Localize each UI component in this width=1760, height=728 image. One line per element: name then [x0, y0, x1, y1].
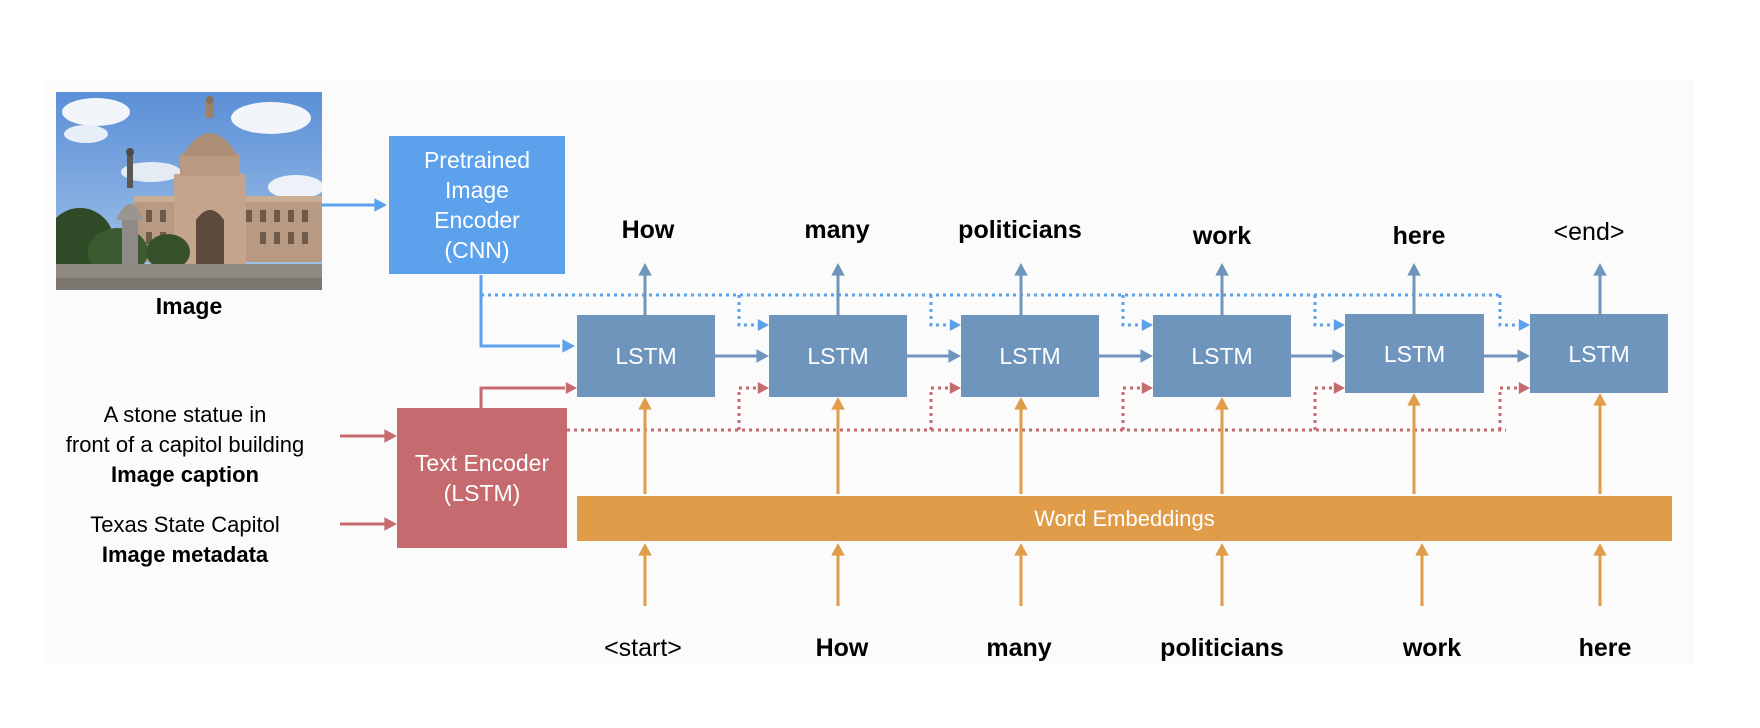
- text-encoder-line: (LSTM): [443, 480, 521, 506]
- capitol-photo: [56, 92, 322, 290]
- encoder-to-lstm-arrow: [479, 275, 560, 348]
- lstm-output-arrow-head: [1407, 263, 1421, 276]
- lstm-cell-5: LSTM: [1345, 314, 1484, 393]
- embedding-to-lstm-arrow-head: [1215, 397, 1229, 410]
- lstm-cell-4: LSTM: [1153, 315, 1291, 397]
- lstm-label: LSTM: [999, 343, 1061, 369]
- lstm-label: LSTM: [615, 343, 677, 369]
- lstm-label: LSTM: [1383, 340, 1446, 367]
- lstm-recurrent-arrow-head: [948, 349, 961, 363]
- text-encoder-line: Text Encoder: [414, 450, 550, 476]
- input-to-embedding-arrow-head: [638, 543, 652, 556]
- image-context-dotted-head: [949, 319, 961, 331]
- text-encoder-box: Text Encoder (LSTM): [397, 408, 567, 548]
- text-encoder-to-lstm-arrow: [479, 386, 565, 408]
- output-word: How: [621, 216, 675, 244]
- input-word: here: [1578, 634, 1632, 662]
- text-context-dotted-branch: [737, 386, 757, 430]
- lstm-output-arrow-head: [1014, 263, 1028, 276]
- image-encoder-line: (CNN): [444, 237, 510, 263]
- text-encoder-to-lstm-arrow-head: [565, 382, 577, 394]
- lstm-recurrent-arrow-head: [1140, 349, 1153, 363]
- lstm-output-arrow-head: [1593, 263, 1607, 276]
- metadata-block: Texas State Capitol Image metadata: [40, 510, 330, 570]
- image-context-dotted-head: [1141, 319, 1153, 331]
- text-context-dotted-head: [1518, 382, 1530, 394]
- lstm-output-arrow-head: [1215, 263, 1229, 276]
- embedding-to-lstm-arrow-head: [638, 397, 652, 410]
- embedding-to-lstm-arrow-head: [1593, 393, 1607, 406]
- lstm-cell-2: LSTM: [769, 315, 907, 397]
- caption-line: front of a capitol building: [65, 432, 305, 457]
- caption-block: A stone statue in front of a capitol bui…: [40, 400, 330, 490]
- input-to-embedding-arrow-head: [1593, 543, 1607, 556]
- text-context-dotted-head: [1333, 382, 1345, 394]
- image-label: Image: [155, 293, 223, 319]
- metadata-title: Image metadata: [101, 542, 269, 567]
- image-encoder-line: Image: [445, 177, 509, 203]
- text-context-dotted-branch: [1121, 386, 1141, 430]
- lstm-recurrent-arrow-head: [756, 349, 769, 363]
- caption-to-text-encoder-arrow-head: [384, 429, 397, 443]
- image-encoder-box: Pretrained Image Encoder (CNN): [389, 136, 565, 274]
- text-context-dotted-branch: [1313, 386, 1333, 430]
- output-word: work: [1192, 222, 1252, 250]
- caption-line: A stone statue in: [103, 402, 267, 427]
- input-word: <start>: [604, 634, 682, 662]
- lstm-cell-1: LSTM: [577, 315, 715, 397]
- text-context-dotted-head: [1141, 382, 1153, 394]
- image-context-dotted-head: [757, 319, 769, 331]
- image-context-dotted-branch: [737, 295, 757, 327]
- input-to-embedding-arrow-head: [831, 543, 845, 556]
- lstm-cell-3: LSTM: [961, 315, 1099, 397]
- lstm-label: LSTM: [1568, 340, 1630, 367]
- word-embeddings-bar: Word Embeddings: [577, 496, 1672, 541]
- text-context-dotted-branch: [929, 386, 949, 430]
- lstm-recurrent-arrow-head: [1332, 349, 1345, 363]
- image-context-dotted-branch: [1498, 295, 1518, 327]
- embedding-to-lstm-arrow-head: [1407, 393, 1421, 406]
- lstm-label: LSTM: [807, 343, 869, 369]
- embedding-to-lstm-arrow-head: [1014, 397, 1028, 410]
- input-to-embedding-arrow-head: [1415, 543, 1429, 556]
- output-word: here: [1392, 222, 1446, 250]
- lstm-label: LSTM: [1191, 343, 1253, 369]
- metadata-to-text-encoder-arrow-head: [384, 517, 397, 531]
- lstm-output-arrow-head: [831, 263, 845, 276]
- input-word: many: [986, 634, 1052, 662]
- image-context-dotted-branch: [929, 295, 949, 327]
- lstm-output-arrow-head: [638, 263, 652, 276]
- input-word: How: [815, 634, 869, 662]
- caption-title: Image caption: [111, 462, 259, 487]
- image-context-dotted-head: [1333, 319, 1345, 331]
- image-context-dotted-branch: [1313, 295, 1333, 327]
- lstm-cell-6: LSTM: [1530, 314, 1668, 393]
- encoder-to-lstm-arrow-head: [562, 339, 575, 353]
- image-context-dotted-head: [1518, 319, 1530, 331]
- input-to-embedding-arrow-head: [1014, 543, 1028, 556]
- image-context-dotted-branch: [1121, 295, 1141, 327]
- text-context-dotted-branch: [1498, 386, 1518, 430]
- output-word: <end>: [1553, 218, 1625, 246]
- text-context-dotted-head: [949, 382, 961, 394]
- input-word: politicians: [1160, 634, 1284, 662]
- text-context-dotted-head: [757, 382, 769, 394]
- lstm-recurrent-arrow-head: [1517, 349, 1530, 363]
- image-to-encoder-arrow-head: [374, 198, 387, 212]
- image-encoder-line: Encoder: [434, 207, 520, 233]
- word-embeddings-label: Word Embeddings: [1034, 505, 1215, 531]
- embedding-to-lstm-arrow-head: [831, 397, 845, 410]
- output-word: many: [804, 216, 870, 244]
- input-word: work: [1402, 634, 1462, 662]
- image-encoder-line: Pretrained: [423, 147, 531, 173]
- metadata-line: Texas State Capitol: [90, 512, 280, 537]
- output-word: politicians: [958, 216, 1082, 244]
- input-to-embedding-arrow-head: [1215, 543, 1229, 556]
